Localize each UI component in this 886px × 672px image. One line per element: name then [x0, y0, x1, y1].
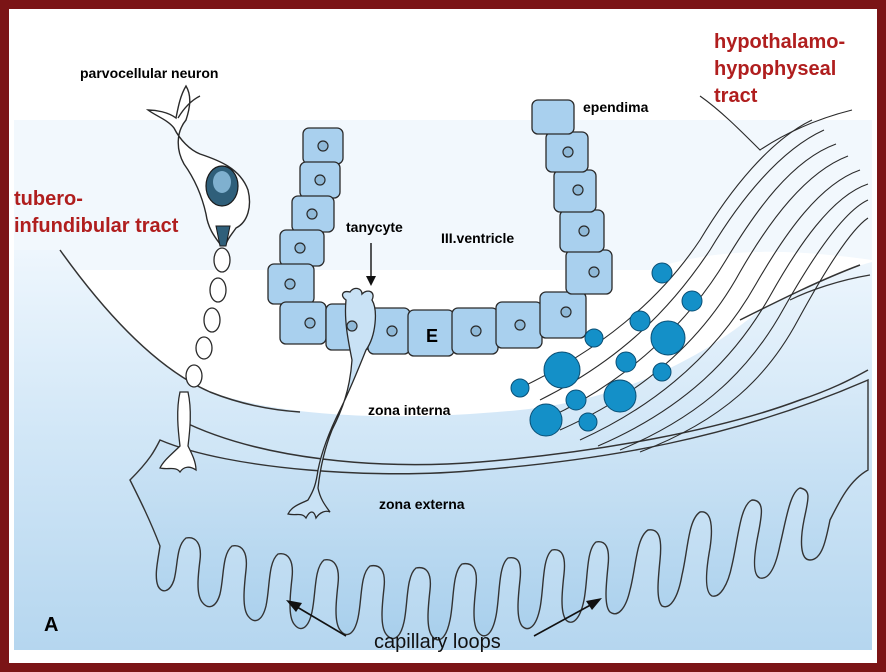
label-hypo-3: tract — [714, 85, 758, 107]
neuron-nucleolus — [213, 171, 231, 193]
label-parvocellular: parvocellular neuron — [80, 65, 218, 81]
label-hypo-2: hypophyseal — [714, 58, 836, 80]
label-tubero-2: infundibular tract — [14, 215, 179, 237]
label-ependima: ependima — [583, 99, 649, 115]
label-tubero-1: tubero- — [14, 188, 83, 210]
tissue-background — [14, 120, 872, 270]
label-panel: A — [44, 614, 58, 636]
label-capillary-loops: capillary loops — [374, 631, 501, 653]
label-zona-interna: zona interna — [368, 402, 451, 418]
label-zona-externa: zona externa — [379, 496, 465, 512]
label-ventricle: III.ventricle — [441, 230, 514, 246]
label-cell-e: E — [426, 326, 438, 346]
label-hypo-1: hypothalamo- — [714, 31, 845, 53]
label-tanycyte: tanycyte — [346, 219, 403, 235]
tanycyte-arrowhead — [366, 276, 376, 286]
tanycyte-nucleus — [347, 321, 357, 331]
